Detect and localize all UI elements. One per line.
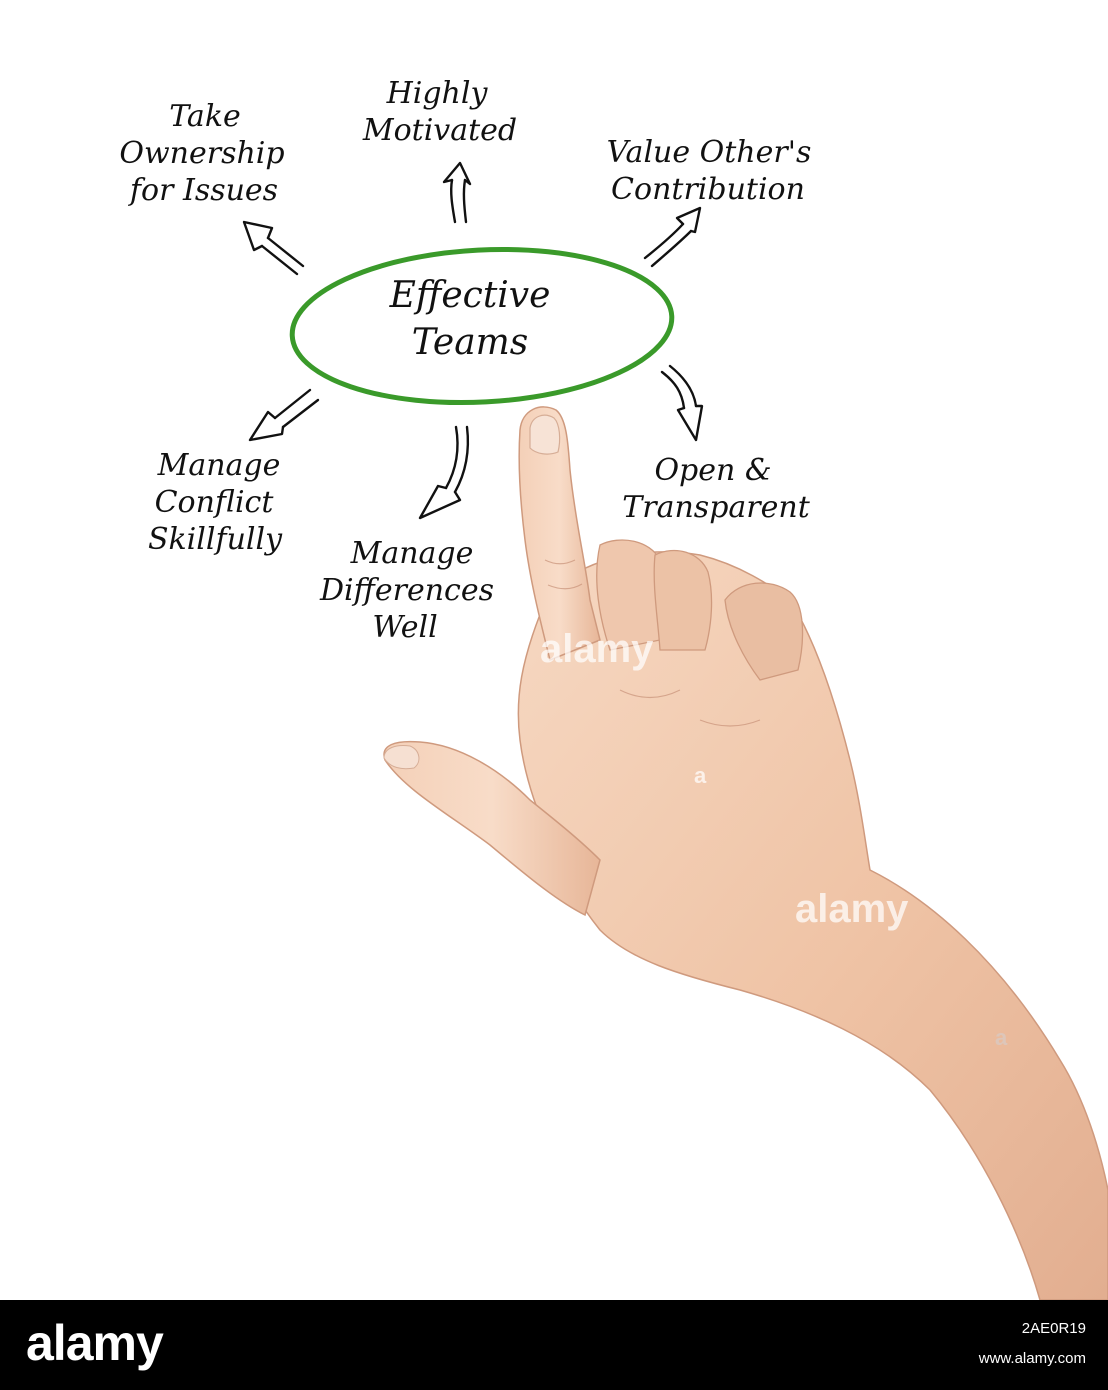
center-title-line2: Teams [412, 322, 529, 363]
arrow-to-highly-motivated [444, 163, 470, 222]
item-label-line: Manage [157, 448, 281, 483]
watermark: alamy [795, 887, 909, 931]
item-label-line: Value Other's [607, 135, 812, 170]
item-manage-differences: Manage Differences Well [319, 536, 494, 645]
watermark: alamy [540, 627, 654, 671]
item-label-line: Open & [654, 453, 771, 488]
item-label-line: Conflict [155, 485, 275, 520]
center-title-line1: Effective [389, 275, 551, 316]
diagram-canvas: Effective Teams [0, 0, 1108, 1300]
item-label-line: Ownership [119, 136, 284, 171]
diagram-photo: Effective Teams [0, 0, 1108, 1300]
item-label-line: for Issues [128, 173, 278, 208]
arrow-to-open-transparent [662, 366, 702, 440]
pointing-hand [384, 407, 1108, 1300]
watermark: a [995, 1025, 1008, 1050]
item-take-ownership: Take Ownership for Issues [119, 99, 284, 208]
arrow-to-manage-conflict [250, 390, 318, 440]
item-label-line: Skillfully [148, 522, 283, 557]
item-highly-motivated: Highly Motivated [362, 76, 517, 148]
item-label-line: Manage [350, 536, 474, 571]
footer-image-id: 2AE0R19 [1022, 1320, 1086, 1337]
item-label-line: Differences [319, 573, 494, 608]
item-label-line: Highly [386, 76, 489, 111]
item-label-line: Transparent [622, 490, 810, 525]
footer-bar: alamy 2AE0R19 www.alamy.com [0, 1300, 1108, 1390]
watermark: a [545, 890, 558, 915]
item-label-line: Well [372, 610, 437, 645]
item-value-others: Value Other's Contribution [607, 135, 812, 207]
arrow-to-manage-differences [420, 427, 468, 518]
item-label-line: Contribution [611, 172, 805, 207]
footer-url: www.alamy.com [979, 1350, 1086, 1367]
item-manage-conflict: Manage Conflict Skillfully [148, 448, 283, 557]
item-open-transparent: Open & Transparent [622, 453, 810, 525]
item-label-line: Motivated [362, 113, 517, 148]
footer-brand-logo: alamy [26, 1314, 163, 1372]
item-label-line: Take [169, 99, 241, 134]
arrow-to-take-ownership [244, 222, 303, 274]
watermark: a [694, 763, 707, 788]
arrow-to-value-others [645, 208, 700, 266]
